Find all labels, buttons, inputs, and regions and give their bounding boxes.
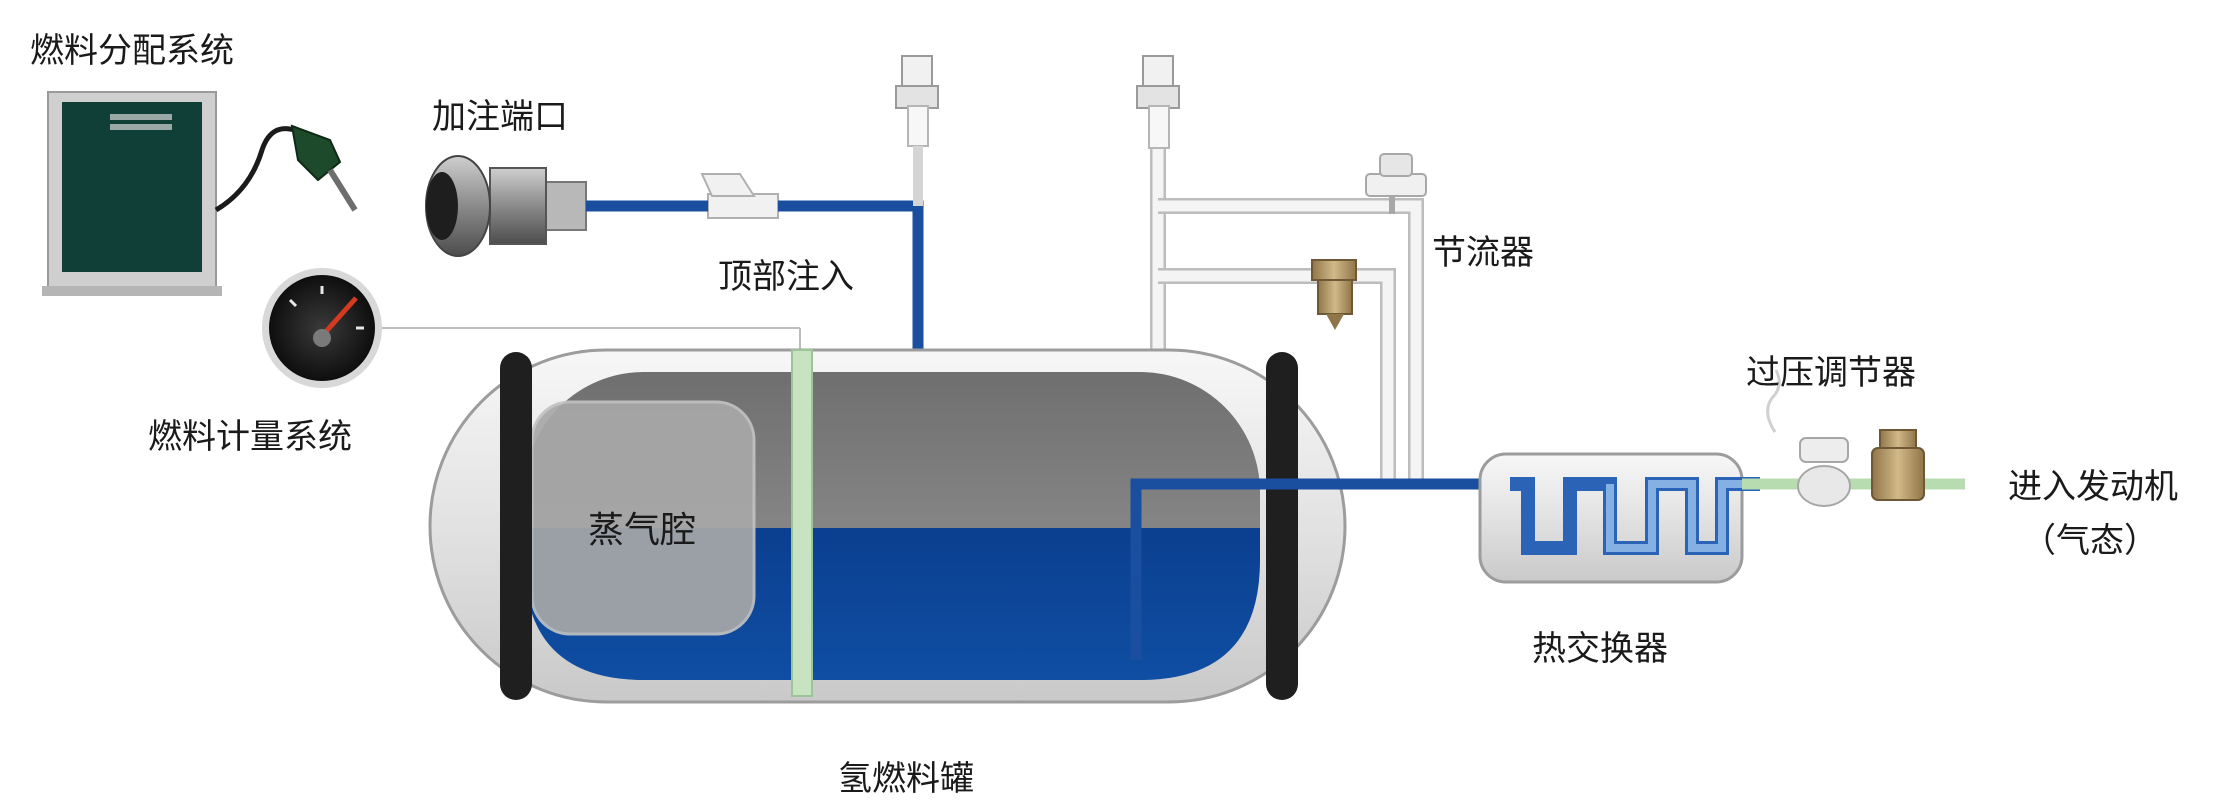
- label-to-engine: 进入发动机: [2008, 467, 2178, 507]
- label-top-injection: 顶部注入: [718, 257, 854, 297]
- top-injection-valve: [700, 173, 779, 219]
- tank-band-right: [1266, 352, 1298, 700]
- tank-band-left: [500, 352, 532, 700]
- label-vapor-chamber: 蒸气腔: [588, 510, 696, 551]
- label-fill-port: 加注端口: [432, 97, 568, 137]
- level-sensor: [791, 349, 813, 697]
- label-overpressure-regulator: 过压调节器: [1746, 353, 1916, 393]
- top-connector-right: [1136, 55, 1180, 149]
- label-fuel-dispensing: 燃料分配系统: [30, 31, 234, 71]
- hydrogen-tank: [428, 348, 1347, 704]
- overpressure-regulator: [1766, 369, 1925, 507]
- brass-valve: [1311, 259, 1357, 330]
- label-throttle: 节流器: [1432, 233, 1534, 273]
- label-fuel-metering: 燃料计量系统: [148, 417, 352, 457]
- heat-exchanger: [1478, 452, 1760, 584]
- top-connector-left: [895, 55, 939, 206]
- outlet-line-blue: [1130, 478, 1510, 660]
- fuel-gauge-icon: [262, 268, 801, 388]
- label-gaseous-state: （气态）: [2022, 521, 2158, 561]
- label-hydrogen-tank: 氢燃料罐: [838, 759, 974, 799]
- fuel-dispenser: [42, 91, 358, 296]
- throttle-valve: [1365, 153, 1427, 214]
- label-heat-exchanger: 热交换器: [1532, 629, 1668, 669]
- fill-port: [425, 155, 587, 257]
